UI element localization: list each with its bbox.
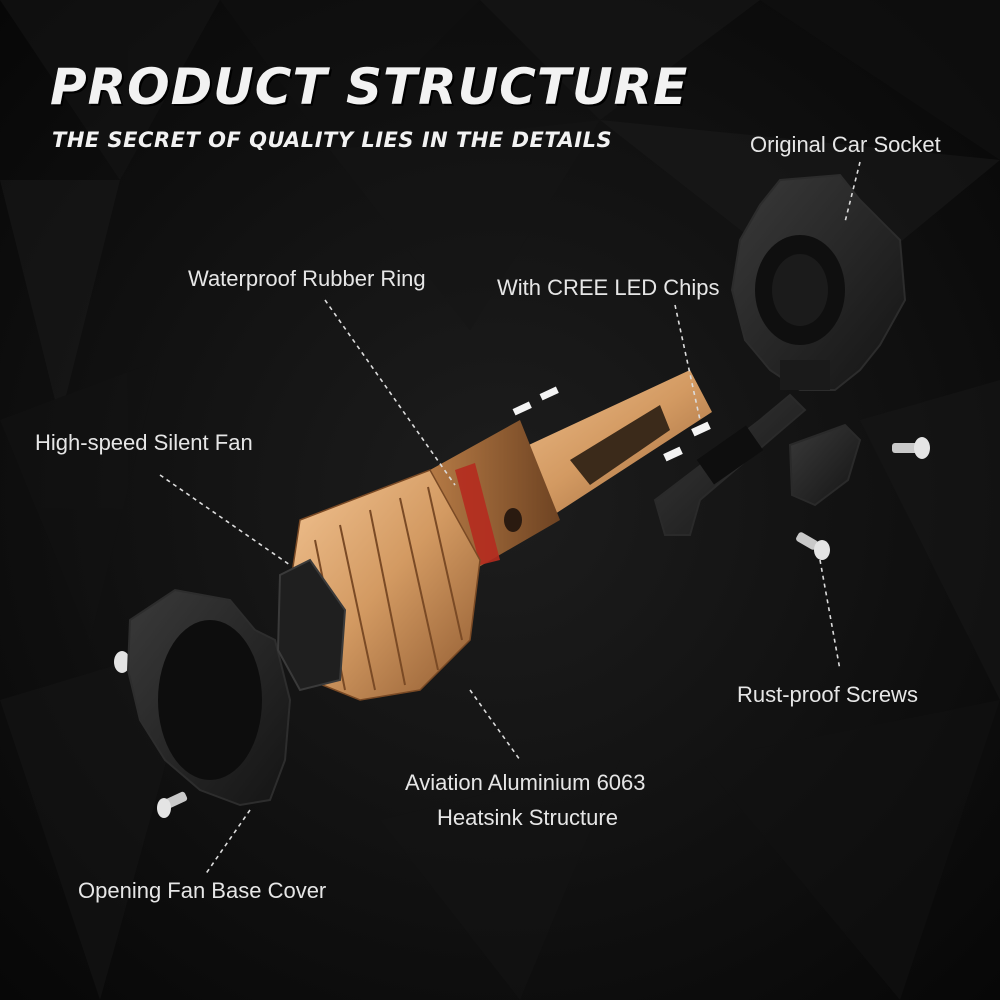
label-cree-led-chips: With CREE LED Chips <box>497 275 720 300</box>
page-subtitle: THE SECRET OF QUALITY LIES IN THE DETAIL… <box>52 128 613 152</box>
led-chip-1 <box>691 421 711 437</box>
screw-left-bottom <box>157 791 188 818</box>
led-chip-3 <box>512 401 532 416</box>
socket-clip-bracket <box>653 393 862 536</box>
callout-leader-lines <box>159 161 861 876</box>
label-fan-base-cover: Opening Fan Base Cover <box>78 878 327 903</box>
label-original-car-socket: Original Car Socket <box>750 132 941 157</box>
fan-base-cover <box>126 588 292 807</box>
page-title: PRODUCT STRUCTURE <box>50 58 689 116</box>
label-silent-fan: High-speed Silent Fan <box>35 430 253 455</box>
led-chip-2 <box>663 446 683 462</box>
screw-right-bottom <box>796 532 830 560</box>
cooling-fan <box>276 558 347 692</box>
label-heatsink-line1: Aviation Aluminium 6063 <box>405 770 646 795</box>
label-waterproof-rubber-ring: Waterproof Rubber Ring <box>188 266 426 291</box>
led-chip-4 <box>539 386 559 401</box>
screw-right-top <box>892 437 930 459</box>
label-rust-proof-screws: Rust-proof Screws <box>737 682 918 707</box>
original-car-socket <box>730 173 907 391</box>
led-bulb-body <box>276 370 712 701</box>
rubber-ring <box>455 463 500 565</box>
label-heatsink-line2: Heatsink Structure <box>437 805 618 830</box>
